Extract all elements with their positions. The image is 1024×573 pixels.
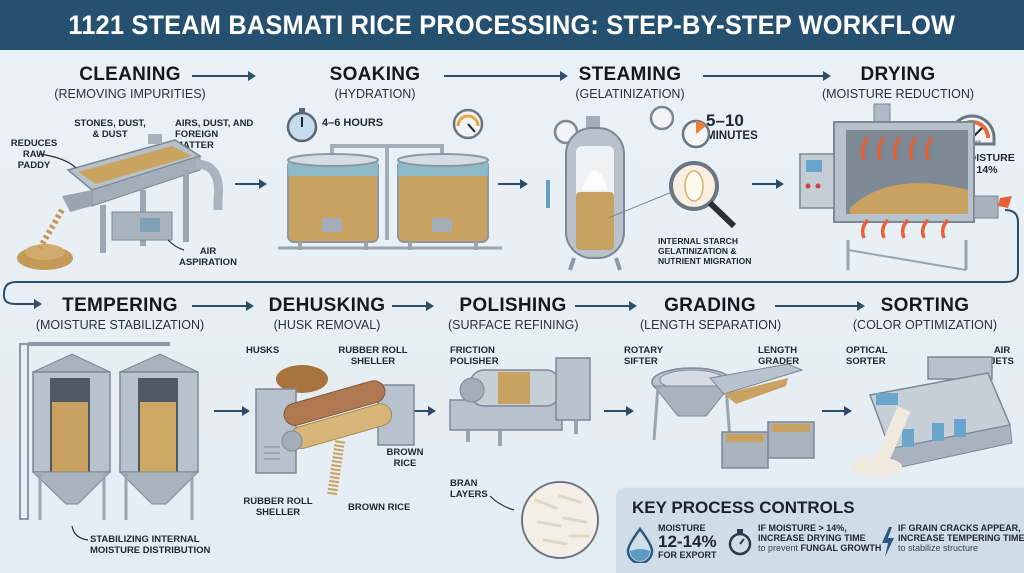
- flow-arrow: [703, 71, 831, 81]
- step-grading: GRADING (LENGTH SEPARATION): [640, 295, 782, 332]
- step-subtitle: (GELATINIZATION): [575, 87, 685, 101]
- flow-arrow: [392, 301, 434, 311]
- flow-arrow: [444, 71, 568, 81]
- flow-arrow: [604, 406, 634, 416]
- flow-line: [192, 305, 242, 307]
- dehusking-machine-illustration: [255, 365, 415, 496]
- label-husks: HUSKS: [246, 345, 280, 356]
- label-stabilizing-moisture: STABILIZING INTERNAL MOISTURE DISTRIBUTI…: [90, 534, 211, 556]
- flow-arrow: [575, 301, 637, 311]
- step-subtitle: (MOISTURE REDUCTION): [821, 87, 975, 101]
- step-title: STEAMING: [578, 64, 682, 85]
- controls-heading: KEY PROCESS CONTROLS: [632, 498, 855, 517]
- step-subtitle: (COLOR OPTIMIZATION): [852, 318, 998, 332]
- drying-rule-line3: to prevent FUNGAL GROWTH: [758, 543, 882, 553]
- drying-machine-illustration: MOISTURE: [799, 103, 1012, 271]
- page-title: 1121 STEAM BASMATI RICE PROCESSING: STEP…: [68, 9, 956, 40]
- label-optical-sorter: OPTICAL SORTER: [846, 345, 888, 367]
- flow-arrow: [406, 406, 436, 416]
- water-drop-icon: [626, 527, 654, 563]
- step-tempering: TEMPERING (MOISTURE STABILIZATION): [30, 295, 210, 332]
- moisture-label: MOISTURE: [658, 523, 706, 533]
- step-steaming: STEAMING (GELATINIZATION): [570, 64, 690, 101]
- label-rubber-roll-sheller-top: RUBBER ROLL SHELLER: [338, 345, 408, 367]
- label-stones-dust: STONES, DUST, & DUST: [74, 118, 146, 140]
- step-polishing: POLISHING (SURFACE REFINING): [448, 295, 579, 332]
- label-brown-rice-right: BROWN RICE: [386, 447, 424, 469]
- label-air-jets: AIR JETS: [990, 345, 1014, 367]
- tempering-silos-illustration: [19, 342, 200, 541]
- label-moisture-value: 14%: [976, 164, 998, 176]
- soaking-tanks-illustration: [278, 108, 502, 250]
- tempering-rule-line2: INCREASE TEMPERING TIME: [898, 533, 1024, 543]
- label-friction-polisher: FRICTION POLISHER: [450, 345, 499, 367]
- label-length-grader: LENGTH GRADER: [758, 345, 800, 367]
- label-rotary-sifter: ROTARY SIFTER: [624, 345, 663, 367]
- stopwatch-icon: [728, 529, 752, 556]
- flow-arrow: [214, 406, 250, 416]
- step-title: DRYING: [860, 64, 936, 85]
- step-title: SORTING: [880, 295, 970, 316]
- step-title: TEMPERING: [62, 295, 178, 316]
- step-sorting: SORTING (COLOR OPTIMIZATION): [850, 295, 1000, 332]
- step-subtitle: (HUSK REMOVAL): [273, 318, 381, 332]
- tempering-rule-line3: to stabilize structure: [898, 543, 979, 553]
- label-steam-unit: MINUTES: [706, 130, 758, 142]
- step-drying: DRYING (MOISTURE REDUCTION): [818, 64, 978, 101]
- label-airs-dust: AIRS, DUST, AND FOREIGN MATTER: [175, 118, 254, 151]
- step-cleaning: CLEANING (REMOVING IMPURITIES): [50, 64, 210, 101]
- step-dehusking: DEHUSKING (HUSK REMOVAL): [262, 295, 392, 332]
- step-title: POLISHING: [459, 295, 567, 316]
- drying-rule-line2: INCREASE DRYING TIME: [758, 533, 866, 543]
- flow-arrow: [192, 71, 256, 81]
- label-brown-rice-bottom: BROWN RICE: [348, 502, 411, 513]
- label-steam-duration: 5–10: [706, 111, 744, 130]
- key-process-controls-panel: KEY PROCESS CONTROLS MOISTURE 12-14% FOR…: [616, 487, 1024, 573]
- label-rubber-roll-sheller-bottom: RUBBER ROLL SHELLER: [243, 496, 313, 518]
- steaming-vessel-illustration: [546, 105, 737, 271]
- sorting-machine-illustration: [850, 356, 1013, 477]
- cleaning-machine-illustration: [17, 134, 224, 270]
- label-reduces-raw-paddy: REDUCES RAW PADDY: [10, 138, 58, 171]
- step-subtitle: (LENGTH SEPARATION): [640, 318, 782, 332]
- step-subtitle: (REMOVING IMPURITIES): [54, 87, 206, 101]
- label-starch-gelatinization: INTERNAL STARCH GELATINIZATION & NUTRIEN…: [658, 236, 752, 266]
- step-title: SOAKING: [329, 64, 421, 85]
- polishing-machine-illustration: [449, 357, 599, 559]
- flow-arrow: [240, 301, 254, 311]
- tempering-rule-line1: IF GRAIN CRACKS APPEAR,: [898, 523, 1021, 533]
- moisture-range: 12-14%: [658, 532, 717, 551]
- flow-arrow: [752, 179, 784, 189]
- title-banner: 1121 STEAM BASMATI RICE PROCESSING: STEP…: [0, 0, 1024, 50]
- step-title: DEHUSKING: [268, 295, 386, 316]
- flow-arrow: [822, 406, 852, 416]
- step-title: CLEANING: [79, 64, 181, 85]
- flow-arrow: [235, 179, 267, 189]
- flow-arrow: [498, 179, 528, 189]
- polished-rice-closeup: [521, 481, 599, 559]
- step-subtitle: (MOISTURE STABILIZATION): [35, 318, 205, 332]
- label-soak-duration: 4–6 HOURS: [322, 117, 384, 129]
- drying-rule-line1: IF MOISTURE > 14%,: [758, 523, 847, 533]
- step-title: GRADING: [664, 295, 756, 316]
- label-air-aspiration: AIR ASPIRATION: [179, 246, 237, 268]
- step-soaking: SOAKING (HYDRATION): [320, 64, 430, 101]
- step-subtitle: (SURFACE REFINING): [448, 318, 579, 332]
- moisture-purpose: FOR EXPORT: [658, 550, 717, 560]
- label-bran-layers: BRAN LAYERS: [450, 478, 488, 500]
- grading-machine-illustration: [651, 363, 815, 469]
- flow-arrow: [775, 301, 865, 311]
- step-subtitle: (HYDRATION): [334, 87, 416, 101]
- lightning-icon: [882, 527, 894, 557]
